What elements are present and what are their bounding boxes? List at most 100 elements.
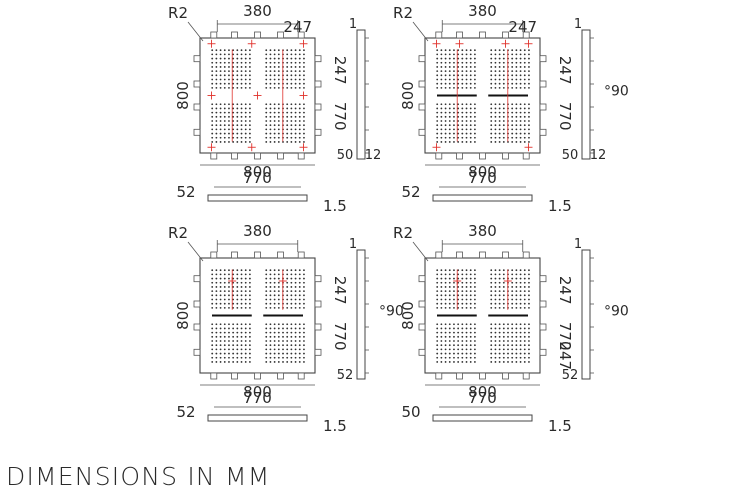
nozzle-dot — [236, 361, 239, 363]
nozzle-dot — [223, 66, 226, 68]
nozzle-dot — [232, 107, 235, 110]
nozzle-dot — [523, 273, 526, 276]
nozzle-dot — [298, 340, 301, 342]
nozzle-dot — [244, 273, 247, 276]
dim-top-width: 380 — [243, 2, 272, 20]
nozzle-dot — [219, 302, 222, 305]
nozzle-dot — [244, 331, 247, 334]
nozzle-dot — [232, 120, 235, 122]
nozzle-dot — [215, 66, 218, 68]
nozzle-dot — [498, 348, 501, 351]
nozzle-dot — [440, 74, 443, 77]
nozzle-dot — [465, 70, 468, 73]
mount-tab — [502, 251, 509, 259]
nozzle-dot — [269, 107, 272, 110]
nozzle-dot — [457, 57, 460, 60]
nozzle-dot — [303, 286, 305, 288]
mount-tab — [254, 372, 261, 380]
nozzle-dot — [249, 70, 251, 73]
nozzle-dot — [219, 352, 222, 355]
nozzle-dot — [523, 115, 526, 118]
nozzle-dot — [286, 115, 289, 118]
nozzle-dot — [436, 331, 439, 334]
nozzle-dot — [440, 327, 443, 330]
nozzle-dot — [236, 136, 239, 139]
nozzle-dot — [294, 348, 297, 351]
nozzle-dot — [511, 132, 514, 135]
nozzle-dot — [236, 290, 239, 293]
nozzle-dot — [502, 57, 505, 60]
nozzle-dot — [502, 344, 505, 347]
nozzle-dot — [498, 124, 501, 127]
nozzle-dot — [444, 294, 447, 297]
nozzle-dot — [498, 111, 501, 114]
nozzle-dot — [240, 103, 243, 106]
nozzle-dot — [490, 53, 493, 56]
nozzle-dot — [461, 128, 464, 131]
nozzle-dot — [461, 78, 464, 81]
nozzle-dot — [448, 141, 451, 143]
dim-side-bottom2: 12 — [590, 148, 607, 163]
nozzle-dot — [465, 78, 468, 81]
nozzle-dot — [490, 128, 493, 131]
nozzle-dot — [498, 344, 501, 347]
nozzle-dot — [277, 53, 280, 56]
nozzle-dot — [498, 103, 501, 106]
nozzle-dot — [523, 269, 526, 272]
nozzle-dot — [290, 120, 293, 122]
nozzle-dot — [494, 74, 497, 77]
nozzle-dot — [286, 331, 289, 334]
nozzle-dot — [277, 307, 280, 309]
nozzle-dot — [502, 74, 505, 77]
nozzle-dot — [277, 141, 280, 143]
nozzle-dot — [469, 294, 472, 297]
nozzle-dot — [453, 132, 455, 135]
nozzle-dot — [265, 87, 268, 89]
nozzle-dot — [436, 87, 439, 89]
nozzle-dot — [215, 281, 218, 284]
nozzle-dot — [286, 290, 289, 293]
nozzle-dot — [453, 53, 455, 56]
nozzle-dot — [215, 128, 218, 131]
sheet-title: DIMENSIONS IN MM — [6, 462, 271, 491]
nozzle-dot — [440, 115, 443, 118]
nozzle-dot — [228, 352, 230, 355]
nozzle-dot — [215, 340, 218, 342]
nozzle-dot — [519, 115, 522, 118]
nozzle-dot — [290, 277, 293, 280]
nozzle-dot — [298, 120, 301, 122]
nozzle-dot — [269, 281, 272, 284]
nozzle-dot — [244, 53, 247, 56]
nozzle-dot — [440, 103, 443, 106]
nozzle-dot — [290, 57, 293, 60]
dim-elev-right: 1.5 — [548, 417, 572, 435]
nozzle-dot — [290, 335, 293, 338]
nozzle-dot — [515, 298, 518, 301]
nozzle-dot — [528, 281, 530, 284]
nozzle-dot — [457, 290, 460, 293]
dim-elev-left: 52 — [176, 403, 195, 421]
nozzle-dot — [519, 103, 522, 106]
nozzle-dot — [244, 323, 247, 326]
dim-side-height: 800 — [399, 301, 417, 330]
nozzle-dot — [523, 286, 526, 288]
nozzle-dot — [244, 298, 247, 301]
nozzle-dot — [511, 115, 514, 118]
nozzle-dot — [236, 286, 239, 288]
nozzle-dot — [294, 141, 297, 143]
nozzle-dot — [461, 269, 464, 272]
nozzle-dot — [461, 74, 464, 77]
dim-elev-right: 1.5 — [323, 417, 347, 435]
elevation-view — [207, 414, 308, 422]
nozzle-dot — [223, 57, 226, 60]
nozzle-dot — [436, 290, 439, 293]
nozzle-dot — [440, 340, 443, 342]
nozzle-dot — [474, 74, 476, 77]
nozzle-dot — [461, 115, 464, 118]
nozzle-dot — [294, 273, 297, 276]
nozzle-dot — [461, 344, 464, 347]
nozzle-dot — [498, 286, 501, 288]
nozzle-dot — [474, 348, 476, 351]
mount-tab — [231, 152, 238, 160]
mount-tab — [418, 103, 426, 111]
